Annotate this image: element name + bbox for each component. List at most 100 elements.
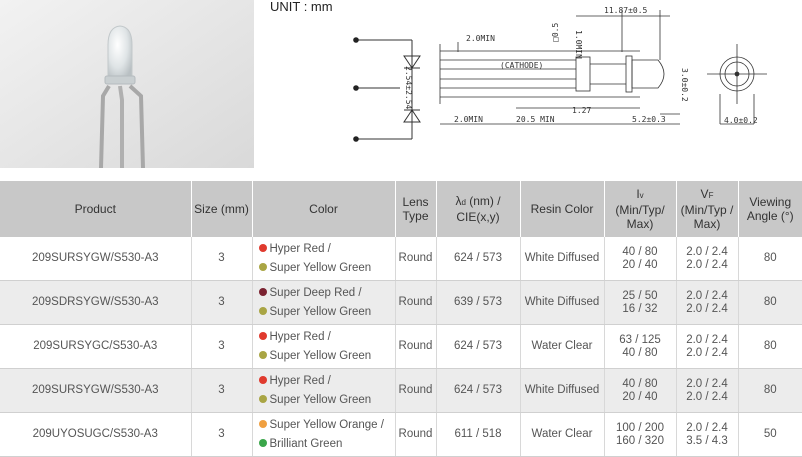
cell-angle: 80	[738, 324, 802, 369]
color-2: Super Yellow Green	[269, 261, 372, 274]
cell-color: Super Yellow Orange / Brilliant Green	[252, 412, 396, 457]
color-dot-1	[258, 375, 267, 384]
cell-color: Super Deep Red / Super Yellow Green	[252, 280, 396, 325]
color-1: Super Deep Red /	[269, 286, 362, 299]
cell-size: 3	[191, 324, 253, 369]
color-dot-2	[258, 394, 267, 403]
cell-resin: White Diffused	[520, 368, 605, 413]
header-color: Color	[252, 181, 396, 237]
header-size: Size (mm)	[191, 181, 253, 237]
color-dot-2	[258, 306, 267, 315]
cell-lambda: 611 / 518	[436, 412, 521, 457]
color-2: Super Yellow Green	[269, 305, 372, 318]
cell-resin: Water Clear	[520, 324, 605, 369]
color-dot-1	[258, 419, 267, 428]
dim-2min-bottom: 2.0MIN	[454, 115, 483, 124]
cell-angle: 80	[738, 280, 802, 325]
cell-product: 209SDRSYGW/S530-A3	[0, 280, 192, 325]
color-1: Hyper Red /	[269, 330, 331, 343]
cell-lens: Round	[395, 237, 437, 281]
cell-color: Hyper Red / Super Yellow Green	[252, 324, 396, 369]
header-product: Product	[0, 181, 192, 237]
cell-size: 3	[191, 280, 253, 325]
cell-lens: Round	[395, 280, 437, 325]
cell-lens: Round	[395, 368, 437, 413]
dim-dia: 1.0MIN	[574, 30, 583, 59]
dim-pitch: 2.54±2.54	[404, 66, 413, 110]
cell-angle: 80	[738, 237, 802, 281]
color-2: Brilliant Green	[269, 437, 343, 450]
terminal-dot	[353, 85, 359, 91]
color-dot-1	[258, 287, 267, 296]
led-front-view	[707, 44, 767, 125]
dim-30: 3.0±0.2	[680, 68, 689, 102]
color-1: Hyper Red /	[269, 242, 331, 255]
header-lens: Lens Type	[395, 181, 437, 237]
header-resin: Resin Color	[520, 181, 605, 237]
terminal-dot	[353, 37, 359, 43]
dim-cathode: (CATHODE)	[500, 61, 543, 70]
led-side-view	[439, 10, 680, 125]
led-product-photo	[0, 0, 254, 168]
color-dot-1	[258, 331, 267, 340]
color-dot-2	[258, 438, 267, 447]
header-iv: Iv(Min/Typ/ Max)	[604, 181, 677, 237]
terminal-dot	[353, 136, 359, 142]
dim-2min-top: 2.0MIN	[466, 34, 495, 43]
cell-size: 3	[191, 237, 253, 281]
cell-size: 3	[191, 368, 253, 413]
schematic-circuit	[356, 39, 421, 140]
cell-resin: Water Clear	[520, 412, 605, 457]
cell-product: 209SURSYGW/S530-A3	[0, 237, 192, 281]
header-lambda: λd (nm) / CIE(x,y)	[436, 181, 521, 237]
led-spec-table: Product Size (mm) Color Lens Type λd (nm…	[0, 181, 802, 457]
cell-product: 209SURSYGC/S530-A3	[0, 324, 192, 369]
cell-color: Hyper Red / Super Yellow Green	[252, 368, 396, 413]
cell-lens: Round	[395, 324, 437, 369]
color-1: Super Yellow Orange /	[269, 418, 384, 431]
cell-angle: 80	[738, 368, 802, 413]
dim-sq: □0.5	[551, 23, 560, 42]
cell-size: 3	[191, 412, 253, 457]
color-2: Super Yellow Green	[269, 349, 372, 362]
cell-color: Hyper Red / Super Yellow Green	[252, 237, 396, 281]
cell-resin: White Diffused	[520, 237, 605, 281]
dim-52: 5.2±0.3	[632, 115, 666, 124]
color-2: Super Yellow Green	[269, 393, 372, 406]
color-dot-1	[258, 243, 267, 252]
color-dot-2	[258, 262, 267, 271]
cell-angle: 50	[738, 412, 802, 457]
package-dimension-drawing: 11.87±0.5 2.0MIN □0.5 1.0MIN (CATHODE) 2…	[353, 6, 767, 142]
led-photo-illustration	[0, 0, 254, 168]
dim-127: 1.27	[572, 106, 591, 115]
header-angle: Viewing Angle (°)	[738, 181, 802, 237]
cell-resin: White Diffused	[520, 280, 605, 325]
cell-lambda: 624 / 573	[436, 324, 521, 369]
cell-lambda: 639 / 573	[436, 280, 521, 325]
unit-label: UNIT : mm	[270, 0, 333, 14]
cell-lens: Round	[395, 412, 437, 457]
cell-product: 209SURSYGW/S530-A3	[0, 368, 192, 413]
dim-205: 20.5 MIN	[516, 115, 555, 124]
dim-length: 11.87±0.5	[604, 6, 648, 15]
dim-40: 4.0±0.2	[724, 116, 758, 125]
table-header-row: Product Size (mm) Color Lens Type λd (nm…	[0, 181, 802, 237]
color-dot-2	[258, 350, 267, 359]
color-1: Hyper Red /	[269, 374, 331, 387]
cell-product: 209UYOSUGC/S530-A3	[0, 412, 192, 457]
header-vf: VF(Min/Typ / Max)	[676, 181, 739, 237]
cell-lambda: 624 / 573	[436, 237, 521, 281]
